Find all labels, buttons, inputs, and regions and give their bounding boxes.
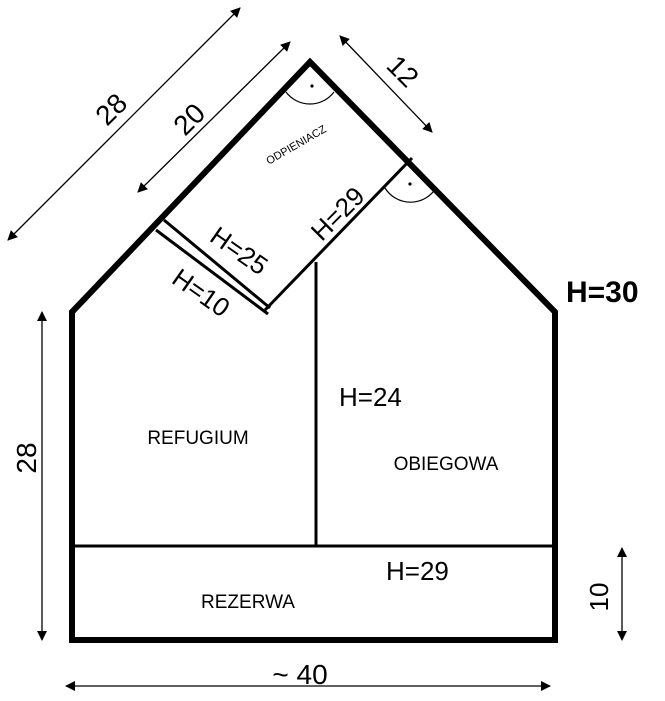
dim-label-roof-short: 12 — [381, 49, 425, 93]
right-angle-mark-apex — [285, 91, 335, 105]
height-overall: H=30 — [566, 276, 639, 309]
label-rezerwa: REZERWA — [201, 592, 295, 613]
right-angle-mark-right — [384, 187, 437, 203]
right-angle-dot-right — [408, 182, 412, 186]
outer-outline — [69, 57, 558, 643]
height-bottom-partition: H=29 — [386, 556, 449, 586]
dim-label-roof-inner: 20 — [167, 97, 211, 141]
dim-arrow-roof-inner — [137, 41, 291, 193]
height-vertical-divider: H=24 — [339, 382, 402, 412]
label-refugium: REFUGIUM — [147, 428, 248, 449]
dim-arrow-roof-short — [339, 35, 433, 133]
top-right-partition — [263, 156, 414, 312]
right-angle-dot-apex — [310, 84, 314, 88]
dim-label-roof-outer: 28 — [89, 87, 133, 131]
height-top-partition: H=25 — [205, 220, 274, 281]
top-partition-lower — [155, 228, 269, 316]
dim-label-wall-left: 28 — [11, 442, 42, 473]
dim-label-bottom-right: 10 — [584, 583, 614, 612]
label-odpieniacz: ODPIENIACZ — [264, 123, 328, 167]
label-obiegowa: OBIEGOWA — [394, 454, 499, 475]
dim-label-base-width: ~ 40 — [272, 659, 327, 690]
